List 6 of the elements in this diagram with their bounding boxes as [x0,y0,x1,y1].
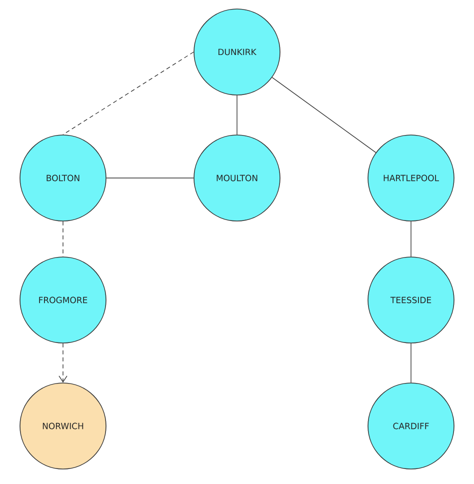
connector [236,95,238,135]
connector [58,343,68,383]
connector [272,77,376,153]
connector [62,52,194,135]
connector [410,221,412,257]
connector [410,343,412,383]
